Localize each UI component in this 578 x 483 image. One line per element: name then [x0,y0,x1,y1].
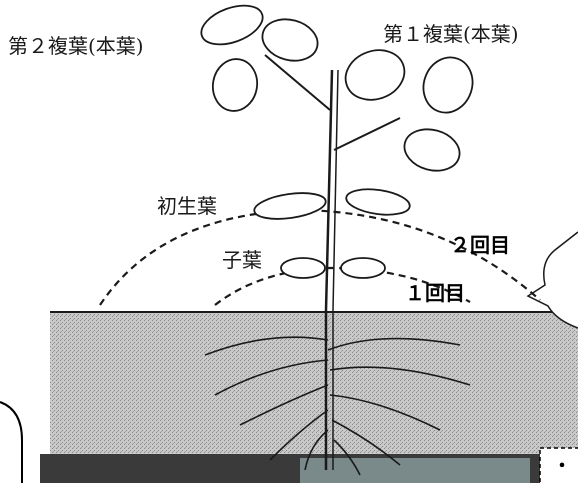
arc-second-time [99,208,541,306]
photo-strip-light [300,458,530,483]
first-compound-leaf [344,49,474,172]
branch-second [264,54,331,111]
second-compound-leaf [200,4,319,112]
label-first-time: １回目 [405,281,465,305]
label-cotyledon: 子葉 [222,248,262,272]
callout-bubble [526,231,578,329]
branch-first [333,117,401,151]
main-stem [324,69,334,470]
primary-leaves [253,188,411,220]
arc-first-time [214,266,471,306]
root-system [204,336,471,476]
label-first-compound-leaf: 第１複葉(本葉) [383,22,519,46]
main-stem-inner [332,69,339,470]
label-second-time: ２回目 [450,233,510,257]
cotyledons [280,257,386,279]
label-primary-leaf: 初生葉 [157,194,217,218]
left-frame [0,401,23,483]
note-bullet: ・ [553,456,571,477]
label-second-compound-leaf: 第２複葉(本葉) [8,34,144,58]
note-box [539,447,578,483]
